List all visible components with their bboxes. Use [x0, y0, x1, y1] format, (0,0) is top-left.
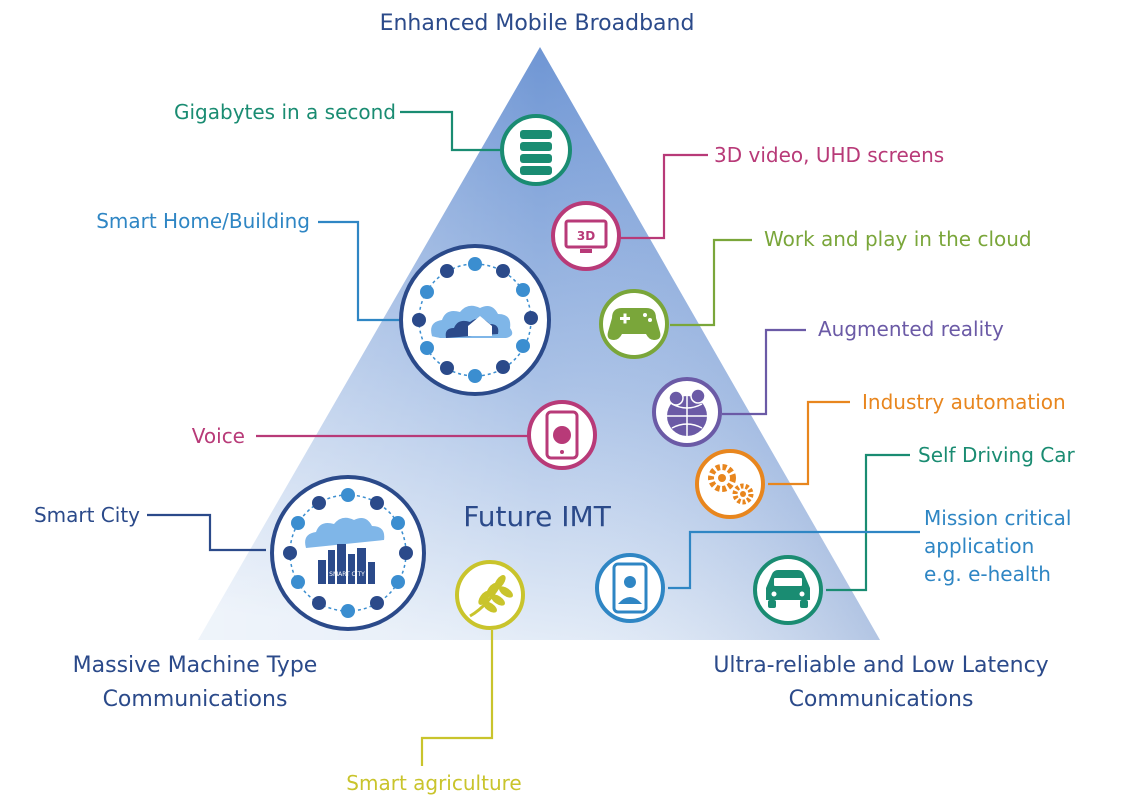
- connector-cloud: [670, 238, 752, 327]
- label-self-driving: Self Driving Car: [918, 443, 1075, 467]
- car-icon: [753, 555, 823, 625]
- smart-city-sign: SMART CITY: [329, 571, 365, 578]
- wheat-icon: [455, 560, 525, 630]
- e-health-icon: [595, 553, 665, 623]
- center-label: Future IMT: [463, 500, 611, 533]
- label-mission-line1: Mission critical: [924, 506, 1071, 530]
- phone-icon: [527, 400, 597, 470]
- label-smart-home: Smart Home/Building: [96, 209, 310, 233]
- corner-right-line2: Communications: [789, 687, 974, 712]
- label-industry: Industry automation: [862, 390, 1066, 414]
- database-icon: [500, 114, 572, 186]
- smart-home-icon: [399, 244, 551, 396]
- smart-city-icon: SMART CITY: [270, 475, 426, 631]
- connector-ar: [722, 328, 806, 416]
- gears-icon: [695, 449, 765, 519]
- connector-smart-city: [147, 513, 266, 552]
- augmented-reality-icon: [652, 377, 722, 447]
- connector-3d-video: [618, 153, 708, 240]
- label-voice: Voice: [192, 424, 245, 448]
- 3d-screen-icon: 3D: [551, 201, 621, 271]
- label-3d-video: 3D video, UHD screens: [714, 143, 944, 167]
- label-ar: Augmented reality: [818, 317, 1004, 341]
- label-mission-line3: e.g. e-health: [924, 562, 1051, 586]
- connector-gigabytes: [400, 110, 502, 152]
- connector-smart-home: [318, 220, 400, 322]
- label-agriculture: Smart agriculture: [346, 771, 521, 795]
- connector-self-driving: [826, 453, 910, 592]
- label-gigabytes: Gigabytes in a second: [174, 100, 396, 124]
- 3d-text: 3D: [577, 229, 595, 243]
- connector-mission: [668, 530, 920, 590]
- label-mission-line2: application: [924, 534, 1034, 558]
- corner-right-line1: Ultra-reliable and Low Latency: [713, 653, 1048, 678]
- pyramid-top-label: Enhanced Mobile Broadband: [380, 11, 695, 36]
- corner-left-line2: Communications: [103, 687, 288, 712]
- label-smart-city: Smart City: [34, 503, 140, 527]
- gamepad-icon: [599, 289, 669, 359]
- label-cloud: Work and play in the cloud: [764, 227, 1032, 251]
- corner-left-line1: Massive Machine Type: [73, 653, 318, 678]
- connector-agriculture: [420, 630, 494, 766]
- connector-industry: [768, 400, 850, 486]
